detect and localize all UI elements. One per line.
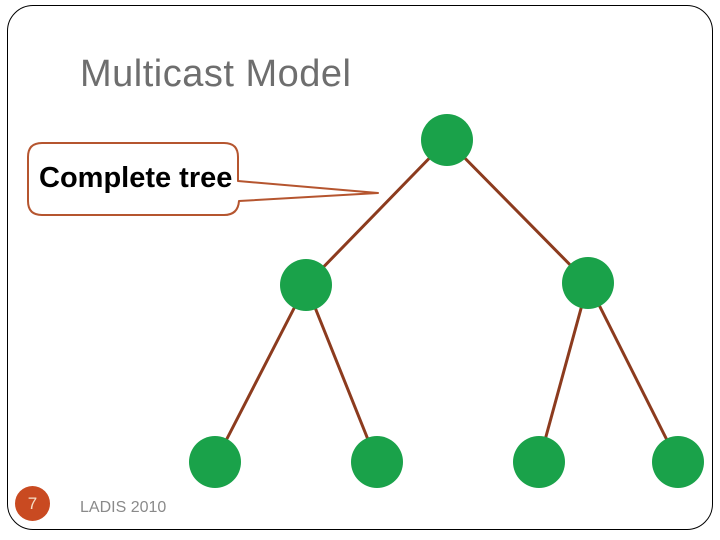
tree-edge-root-child-left: [304, 138, 449, 287]
page-number-badge: 7: [15, 486, 50, 521]
tree-node-leaf-1: [189, 436, 241, 488]
callout-bubble-shape: [27, 142, 379, 216]
tree-edge-root-child-right: [445, 138, 590, 285]
tree-edge-child-right-leaf-3: [537, 282, 590, 463]
tree-node-leaf-2: [351, 436, 403, 488]
callout-label: Complete tree: [39, 161, 233, 194]
tree-edge-child-left-leaf-1: [213, 284, 308, 463]
tree-layer: [189, 114, 704, 488]
page-title: Multicast Model: [80, 53, 352, 95]
tree-node-leaf-3: [513, 436, 565, 488]
tree-edge-child-right-leaf-4: [586, 282, 680, 463]
page-number: 7: [27, 493, 38, 513]
tree-edge-child-left-leaf-2: [304, 284, 379, 463]
footer-text: LADIS 2010: [80, 499, 167, 516]
tree-node-leaf-4: [652, 436, 704, 488]
tree-node-child-left: [280, 259, 332, 311]
tree-node-root: [421, 114, 473, 166]
tree-node-child-right: [562, 257, 614, 309]
